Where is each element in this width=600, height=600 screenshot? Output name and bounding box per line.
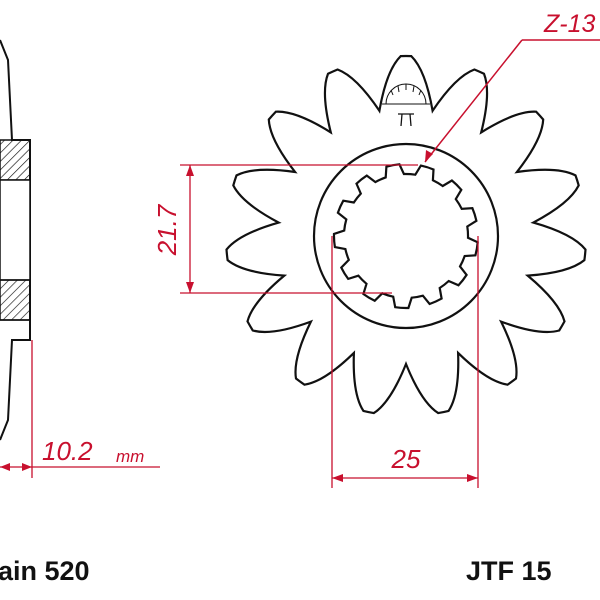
hub-circle: [312, 142, 500, 330]
thickness-value: 10.2: [42, 436, 93, 466]
brand-mark-icon: [382, 83, 430, 127]
part-number-label: JTF 15: [466, 556, 552, 586]
side-section-view: [0, 39, 31, 441]
thickness-dimension: 10.2 mm: [0, 340, 160, 478]
hub-bore: [0, 179, 31, 281]
sprocket-front-view: [225, 54, 587, 415]
spline-height-value: 21.7: [152, 203, 182, 256]
spline-bore: [332, 163, 479, 310]
sprocket-outline: [225, 54, 587, 415]
teeth-count-callout: Z-13: [424, 10, 600, 163]
spline-height-dimension: 21.7: [152, 164, 418, 294]
teeth-count-label: Z-13: [543, 10, 596, 38]
spline-width-dimension: 25: [331, 236, 479, 488]
chain-label: ain 520: [0, 556, 90, 586]
hub-hatch-bottom: [0, 279, 31, 321]
thickness-unit: mm: [116, 447, 144, 466]
hub-hatch-top: [0, 139, 31, 181]
spline-width-value: 25: [391, 444, 421, 474]
